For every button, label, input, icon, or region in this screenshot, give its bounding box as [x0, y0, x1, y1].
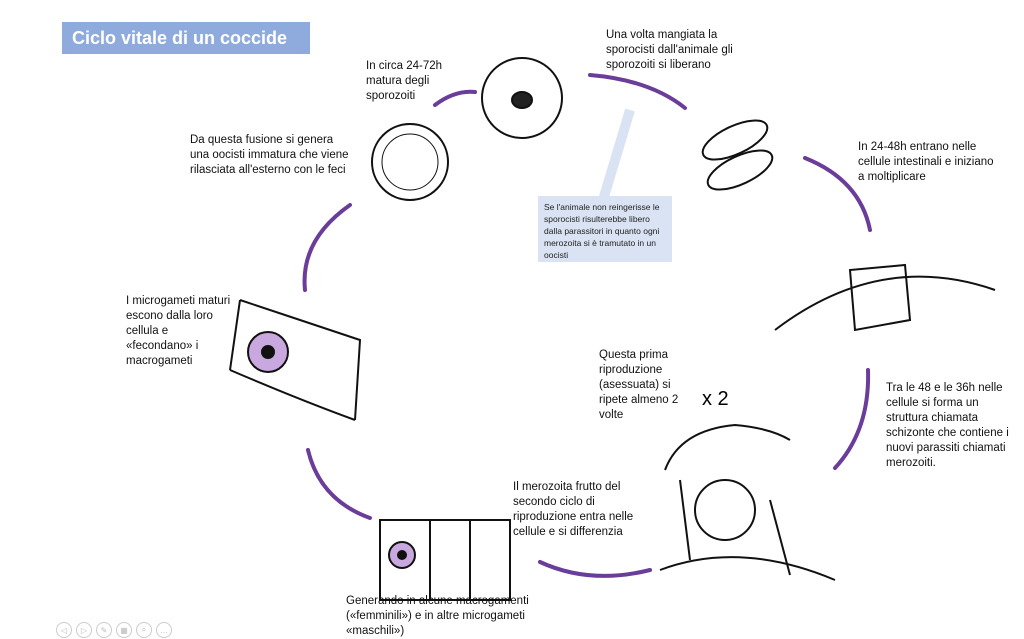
label-asexual-repeat: Questa prima riproduzione (asessuata) si… — [599, 349, 679, 421]
gamete-cells — [379, 519, 511, 601]
arrow-4 — [833, 368, 871, 470]
fecundation-cell — [229, 299, 362, 421]
arrow-2 — [588, 73, 687, 110]
label-oocyst-release: Da questa fusione si genera una oocisti … — [190, 134, 349, 176]
prev-icon[interactable]: ◁ — [56, 622, 72, 638]
illustrations — [229, 57, 996, 601]
label-intestinal-entry: In 24-48h entrano nelle cellule intestin… — [858, 141, 994, 183]
schizont-cells — [659, 479, 836, 581]
arrow-1 — [433, 89, 477, 107]
note-pointer — [595, 108, 635, 212]
pen-icon[interactable]: ✎ — [96, 622, 112, 638]
arrow-6 — [306, 448, 372, 520]
sporocyst — [701, 119, 769, 161]
slide-nav-toolbar: ◁ ▷ ✎ ▦ ⌕ … — [56, 622, 172, 638]
mature-oocyst — [481, 57, 563, 139]
zoom-icon[interactable]: ⌕ — [136, 622, 152, 638]
label-differentiation: Il merozoita frutto del secondo ciclo di… — [513, 481, 634, 538]
arrow-5 — [538, 560, 652, 578]
label-maturation: In circa 24-72h matura degli sporozoiti — [366, 60, 443, 102]
label-schizont: Tra le 48 e le 36h nelle cellule si form… — [886, 382, 1009, 469]
arrow-3 — [803, 156, 872, 232]
arrow-7 — [302, 203, 352, 292]
next-icon[interactable]: ▷ — [76, 622, 92, 638]
more-icon[interactable]: … — [156, 622, 172, 638]
times-two-label: x 2 — [702, 388, 729, 410]
cycle-arrows — [302, 73, 872, 578]
note-box: Se l'animale non reingerisse le sporocis… — [538, 196, 672, 262]
slides-icon[interactable]: ▦ — [116, 622, 132, 638]
repeat-arrow — [664, 423, 791, 471]
label-fecundation: I microgameti maturi escono dalla loro c… — [126, 295, 231, 367]
label-gametes: Generando in alcune macrogamenti («femmi… — [346, 595, 529, 637]
slide-title: Ciclo vitale di un coccide — [62, 22, 310, 54]
immature-oocyst — [371, 123, 449, 201]
label-ingestion: Una volta mangiata la sporocisti dall'an… — [606, 29, 733, 71]
intestinal-cells — [774, 263, 996, 332]
